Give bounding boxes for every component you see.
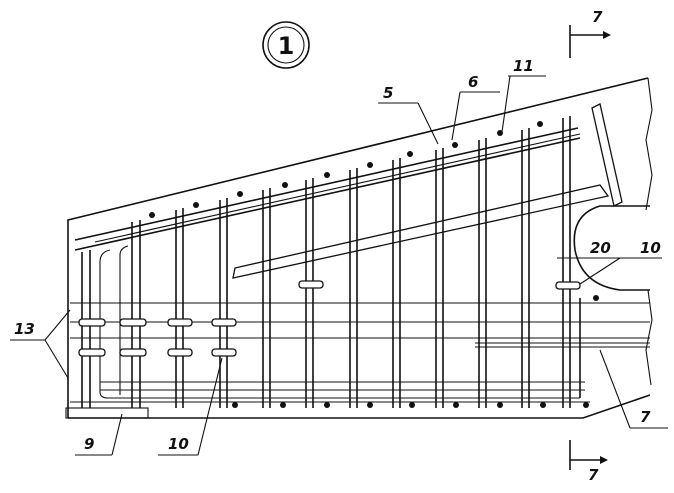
support-plate	[65, 407, 149, 419]
callout-10-bottom-label: 10	[168, 435, 189, 453]
callout-9-label: 9	[84, 435, 94, 453]
detail-number: 1	[278, 32, 295, 60]
section-mark-bottom: 7	[569, 440, 608, 484]
callout-6: 6	[451, 73, 500, 141]
detail-marker: 1	[262, 21, 310, 69]
callout-10-right: 10	[579, 239, 662, 285]
callout-11-label: 11	[513, 57, 534, 75]
callout-11: 11	[501, 57, 546, 133]
callout-7: 7	[599, 349, 668, 429]
section-mark-top-label: 7	[592, 8, 603, 26]
section-mark-top: 7	[569, 8, 611, 58]
diagonal-bar	[232, 103, 623, 279]
callout-5: 5	[378, 84, 439, 145]
stirrups	[81, 116, 571, 408]
callout-5-label: 5	[383, 84, 393, 102]
callout-7-label: 7	[640, 408, 651, 426]
callout-13: 13	[10, 309, 71, 379]
callout-13-label: 13	[14, 320, 35, 338]
top-longitudinal-bars	[74, 127, 581, 251]
callout-10-bottom: 10	[158, 357, 223, 456]
bottom-longitudinal-bars	[70, 245, 650, 403]
callout-10-right-label: 10	[640, 239, 661, 257]
callout-6-label: 6	[468, 73, 478, 91]
callout-9: 9	[75, 413, 123, 456]
callout-20: 20	[557, 239, 620, 259]
spacer-clips	[78, 280, 581, 357]
section-mark-bottom-label: 7	[588, 466, 599, 484]
cover-dots	[149, 121, 599, 408]
callout-20-label: 20	[590, 239, 611, 257]
